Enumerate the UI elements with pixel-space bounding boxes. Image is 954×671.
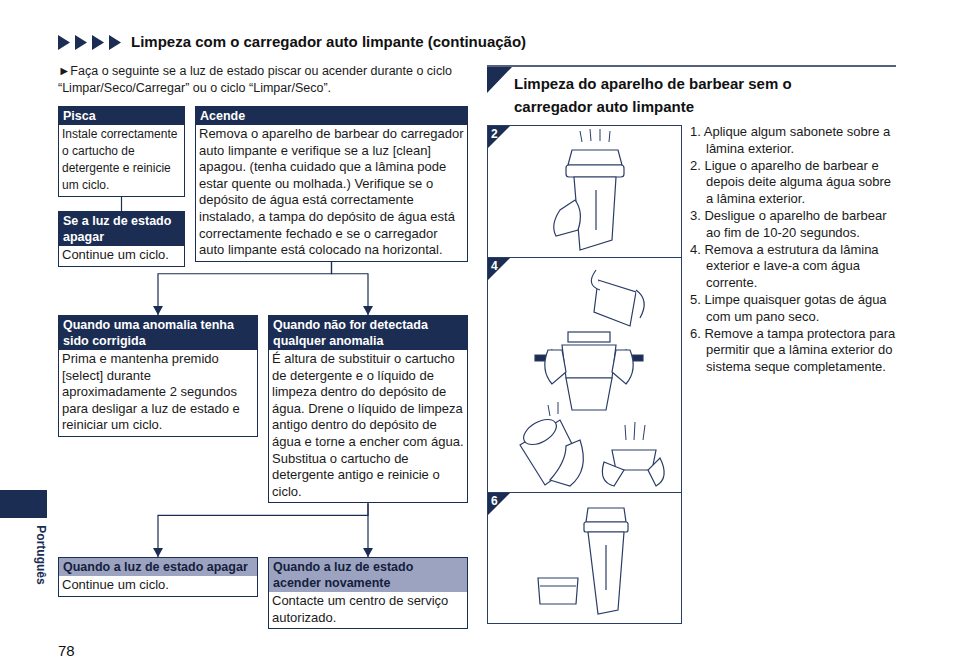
- section-heading: Limpeza do aparelho de barbear sem o car…: [514, 72, 874, 118]
- box-body: Remova o aparelho de barbear do carregad…: [196, 125, 467, 261]
- step-text: 6. Remove a tampa protectora para permit…: [690, 326, 898, 376]
- callout-number: 4: [491, 259, 505, 273]
- shaver-illustration: [519, 129, 664, 614]
- box-heading: Quando a luz de estado acender novamente: [269, 558, 467, 592]
- arrowhead: [153, 306, 163, 315]
- box-body: É altura de substituir o cartucho de det…: [269, 350, 467, 502]
- page-number: 78: [58, 642, 98, 659]
- step-text: 4. Remova a estrutura da lâmina exterior…: [690, 242, 898, 292]
- language-tab: [0, 490, 47, 518]
- intro-note: ►Faça o seguinte se a luz de estado pisc…: [58, 63, 468, 96]
- illustration-panels: [487, 126, 682, 624]
- box-heading: Quando a luz de estado apagar: [59, 558, 257, 576]
- box-body: Continue um ciclo.: [59, 246, 184, 266]
- flow-box: Quando não for detectada qualquer anomal…: [268, 315, 468, 503]
- callout-number: 6: [491, 494, 505, 508]
- language-tab-text: Português: [34, 515, 48, 595]
- step-text: 3. Desligue o aparelho de barbear ao fim…: [690, 208, 898, 241]
- box-heading: Quando não for detectada qualquer anomal…: [269, 316, 467, 350]
- flow-connector: [332, 262, 374, 315]
- flow-box: AcendeRemova o aparelho de barbear do ca…: [195, 106, 468, 262]
- arrowhead: [153, 548, 163, 557]
- flow-box: Quando a luz de estado acender novamente…: [268, 557, 468, 629]
- title-arrows: [58, 35, 121, 50]
- box-body: Contacte um centro de serviço autorizado…: [269, 592, 467, 628]
- page-title: Limpeza com o carregador auto limpante (…: [131, 33, 526, 50]
- step-text: 5. Limpe quaisquer gotas de água com um …: [690, 292, 898, 325]
- flow-connector: [153, 503, 368, 557]
- step-text: 2. Ligue o aparelho de barbear e depois …: [690, 158, 898, 208]
- box-heading: Pisca: [59, 107, 184, 125]
- box-body: Prima e mantenha premido [select] durant…: [59, 350, 257, 436]
- box-heading: Se a luz de estado apagar: [59, 212, 184, 246]
- box-body: Instale correctamente o cartucho de dete…: [59, 125, 184, 196]
- step-text: 1. Aplique algum sabonete sobre a lâmina…: [690, 124, 898, 157]
- callout-number: 2: [491, 127, 505, 141]
- arrowhead: [363, 306, 373, 315]
- box-heading: Quando uma anomalia tenha sido corrigida: [59, 316, 257, 350]
- arrowhead: [363, 548, 373, 557]
- box-heading: Acende: [196, 107, 467, 125]
- box-body: Continue um ciclo.: [59, 576, 257, 596]
- flow-connector: [363, 503, 373, 557]
- flow-box: PiscaInstale correctamente o cartucho de…: [58, 106, 185, 197]
- flow-connector: [121, 197, 122, 211]
- flow-box: Se a luz de estado apagarContinue um cic…: [58, 211, 185, 267]
- flow-box: Quando a luz de estado apagarContinue um…: [58, 557, 258, 597]
- flow-connector: [153, 262, 332, 315]
- flow-box: Quando uma anomalia tenha sido corrigida…: [58, 315, 258, 437]
